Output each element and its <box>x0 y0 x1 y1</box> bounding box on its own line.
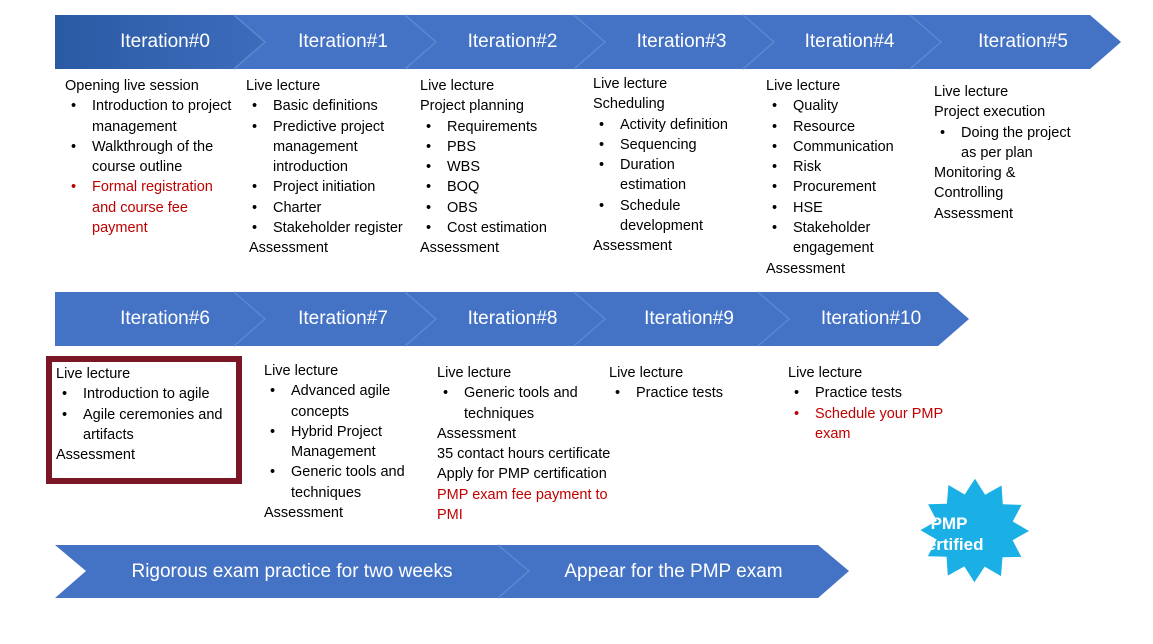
iteration-6-details: Live lecture Introduction to agile Agile… <box>56 364 238 465</box>
chevron-label-2: Iteration#2 <box>467 31 558 52</box>
it3-footer: Assessment <box>593 238 672 255</box>
it1-footer: Assessment <box>249 240 328 257</box>
it3-subheading: Scheduling <box>593 96 665 113</box>
iteration-2-details: Live lecture Project planning Requiremen… <box>420 76 585 259</box>
iteration-4-details: Live lecture Quality Resource Communicat… <box>766 76 916 279</box>
it1-bullet: Project initiation <box>246 177 406 198</box>
it6-bullet: Agile ceremonies and artifacts <box>56 405 238 446</box>
it5-footer-3: Assessment <box>934 205 1013 222</box>
it4-bullet: Quality <box>766 96 916 117</box>
it10-heading: Live lecture <box>788 365 863 381</box>
iteration-0-details: Opening live session Introduction to pro… <box>65 76 237 238</box>
it4-bullet: Stakeholder engagement <box>766 218 883 259</box>
it2-bullet: OBS <box>420 198 585 219</box>
chevron-label-4: Iteration#4 <box>804 31 895 52</box>
chevron-label-3: Iteration#3 <box>636 31 727 52</box>
it6-bullet: Introduction to agile <box>56 384 238 405</box>
it5-footer-1: Monitoring & <box>934 165 1016 182</box>
it8-red-line: PMP exam fee payment to PMI <box>437 486 608 524</box>
iteration-10-details: Live lecture Practice tests Schedule you… <box>788 363 960 444</box>
iteration-8-details: Live lecture Generic tools and technique… <box>437 363 627 525</box>
it8-line3: Apply for PMP certification <box>437 466 607 483</box>
it8-line2: 35 contact hours certificate <box>437 446 611 463</box>
it7-bullet: Hybrid Project Management <box>264 422 401 463</box>
chevron-label-6: Iteration#6 <box>120 308 210 329</box>
it4-bullet: Communication <box>766 137 916 158</box>
it8-heading: Live lecture <box>437 365 512 381</box>
it1-bullet: Predictive project management introducti… <box>246 117 406 178</box>
it4-bullet: HSE <box>766 198 916 219</box>
it4-heading: Live lecture <box>766 78 841 94</box>
it1-bullet: Basic definitions <box>246 96 406 117</box>
chevron-label-10: Iteration#10 <box>820 308 922 329</box>
it8-bullet: Generic tools and techniques <box>437 383 594 424</box>
it7-heading: Live lecture <box>264 363 339 379</box>
badge-line-2: Certified <box>914 535 984 554</box>
it6-footer: Assessment <box>56 447 135 464</box>
it0-bullet: Introduction to project management <box>65 96 237 137</box>
iteration-6-highlight-frame <box>46 356 242 484</box>
badge-line-1: PMP <box>930 514 968 533</box>
it3-heading: Live lecture <box>593 76 668 92</box>
it3-bullet: Activity definition <box>593 115 758 136</box>
it2-bullet: Cost estimation <box>420 218 585 239</box>
it0-bullet: Walkthrough of the course outline <box>65 137 237 178</box>
it10-bullet: Practice tests <box>788 383 960 404</box>
it8-footer: Assessment <box>437 425 516 442</box>
it4-footer: Assessment <box>766 260 845 277</box>
it2-footer: Assessment <box>420 240 499 257</box>
it7-bullet: Generic tools and techniques <box>264 462 419 503</box>
it2-heading: Live lecture <box>420 78 495 94</box>
it2-bullet: WBS <box>420 157 585 178</box>
it3-bullet: Schedule development <box>593 196 725 237</box>
iteration-7-details: Live lecture Advanced agile concepts Hyb… <box>264 361 419 523</box>
it9-bullet: Practice tests <box>609 383 749 404</box>
it4-bullet: Procurement <box>766 177 916 198</box>
it3-bullet: Duration estimation <box>593 155 725 196</box>
it10-red-bullet: Schedule your PMP exam <box>788 404 960 445</box>
it7-footer: Assessment <box>264 505 343 522</box>
it5-footer-2: Controlling <box>934 185 1004 202</box>
chevron-label-0: Iteration#0 <box>120 31 210 52</box>
it2-subheading: Project planning <box>420 98 524 115</box>
pmp-certified-badge: PMP Certified <box>880 513 1018 555</box>
it4-bullet: Resource <box>766 117 916 138</box>
it2-bullet: PBS <box>420 137 585 158</box>
it7-bullet: Advanced agile concepts <box>264 381 391 422</box>
it1-bullet: Stakeholder register <box>246 218 406 239</box>
chevron-label-8: Iteration#8 <box>467 308 558 329</box>
practice-label: Rigorous exam practice for two weeks <box>131 561 453 582</box>
it0-heading: Opening live session <box>65 78 199 94</box>
appear-label: Appear for the PMP exam <box>564 561 783 582</box>
it5-heading: Live lecture <box>934 84 1009 100</box>
chevron-label-7: Iteration#7 <box>298 308 388 329</box>
it0-red-bullet: Formal registration and course fee payme… <box>65 177 237 238</box>
it1-bullet: Charter <box>246 198 406 219</box>
chevron-label-1: Iteration#1 <box>298 31 388 52</box>
it2-bullet: Requirements <box>420 117 585 138</box>
it3-bullet: Sequencing <box>593 135 758 156</box>
it6-heading: Live lecture <box>56 366 131 382</box>
chevron-label-5: Iteration#5 <box>978 31 1068 52</box>
iteration-1-details: Live lecture Basic definitions Predictiv… <box>246 76 406 259</box>
it5-subheading: Project execution <box>934 104 1046 121</box>
it5-bullet: Doing the project as per plan <box>934 123 1086 164</box>
iteration-5-details: Live lecture Project execution Doing the… <box>934 82 1094 224</box>
chevron-label-9: Iteration#9 <box>644 308 734 329</box>
iteration-9-details: Live lecture Practice tests <box>609 363 749 404</box>
it4-bullet: Risk <box>766 157 916 178</box>
it2-bullet: BOQ <box>420 177 585 198</box>
it1-heading: Live lecture <box>246 78 321 94</box>
iteration-3-details: Live lecture Scheduling Activity definit… <box>593 74 758 257</box>
it9-heading: Live lecture <box>609 365 684 381</box>
